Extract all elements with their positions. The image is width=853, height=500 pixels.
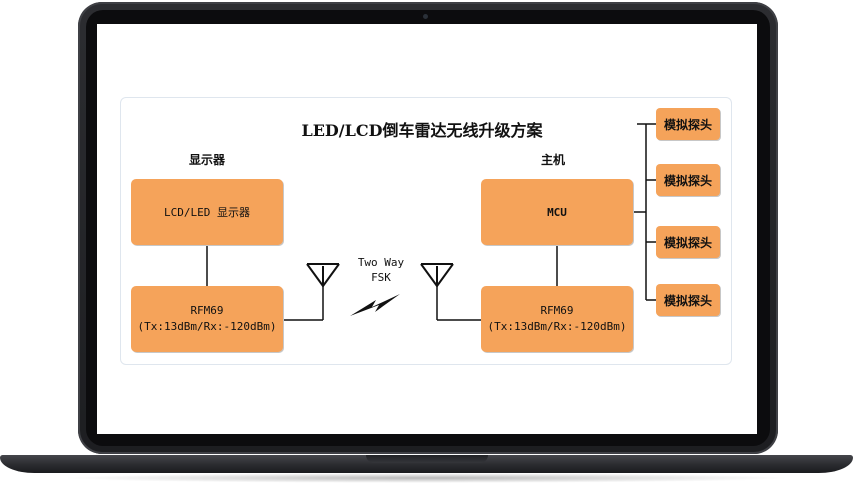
rf-module-left: RFM69 (Tx:13dBm/Rx:-120dBm) — [131, 286, 283, 352]
probe-box: 模拟探头 — [656, 226, 720, 258]
lightning-bolt-icon — [350, 294, 400, 316]
mcu-box: MCU — [481, 179, 633, 245]
probe-box: 模拟探头 — [656, 108, 720, 140]
camera-icon — [423, 14, 428, 19]
diagram-title: LED/LCD倒车雷达无线升级方案 — [301, 121, 543, 140]
rf-right-name: RFM69 — [540, 304, 574, 317]
host-section-label: 主机 — [541, 153, 566, 167]
lcd-display-label: LCD/LED 显示器 — [164, 206, 250, 219]
antenna-icon — [306, 263, 340, 288]
link-label-line2: FSK — [371, 271, 391, 284]
display-section-label: 显示器 — [189, 153, 226, 167]
laptop-base — [0, 455, 853, 473]
probe-box: 模拟探头 — [656, 284, 720, 316]
antenna-icon — [420, 263, 454, 288]
rf-left-spec: (Tx:13dBm/Rx:-120dBm) — [137, 320, 277, 333]
lcd-display-box: LCD/LED 显示器 — [131, 179, 283, 245]
mcu-label: MCU — [547, 205, 567, 219]
rf-right-spec: (Tx:13dBm/Rx:-120dBm) — [487, 320, 627, 333]
rf-left-name: RFM69 — [190, 304, 224, 317]
laptop-shadow — [60, 473, 793, 483]
laptop-screen: LED/LCD倒车雷达无线升级方案 显示器 主机 LCD/LED 显示器 RFM… — [97, 24, 757, 434]
probe-box: 模拟探头 — [656, 164, 720, 196]
rf-module-right: RFM69 (Tx:13dBm/Rx:-120dBm) — [481, 286, 633, 352]
link-label-line1: Two Way — [357, 256, 405, 269]
laptop-notch — [366, 455, 488, 463]
diagram-wires — [206, 123, 656, 321]
